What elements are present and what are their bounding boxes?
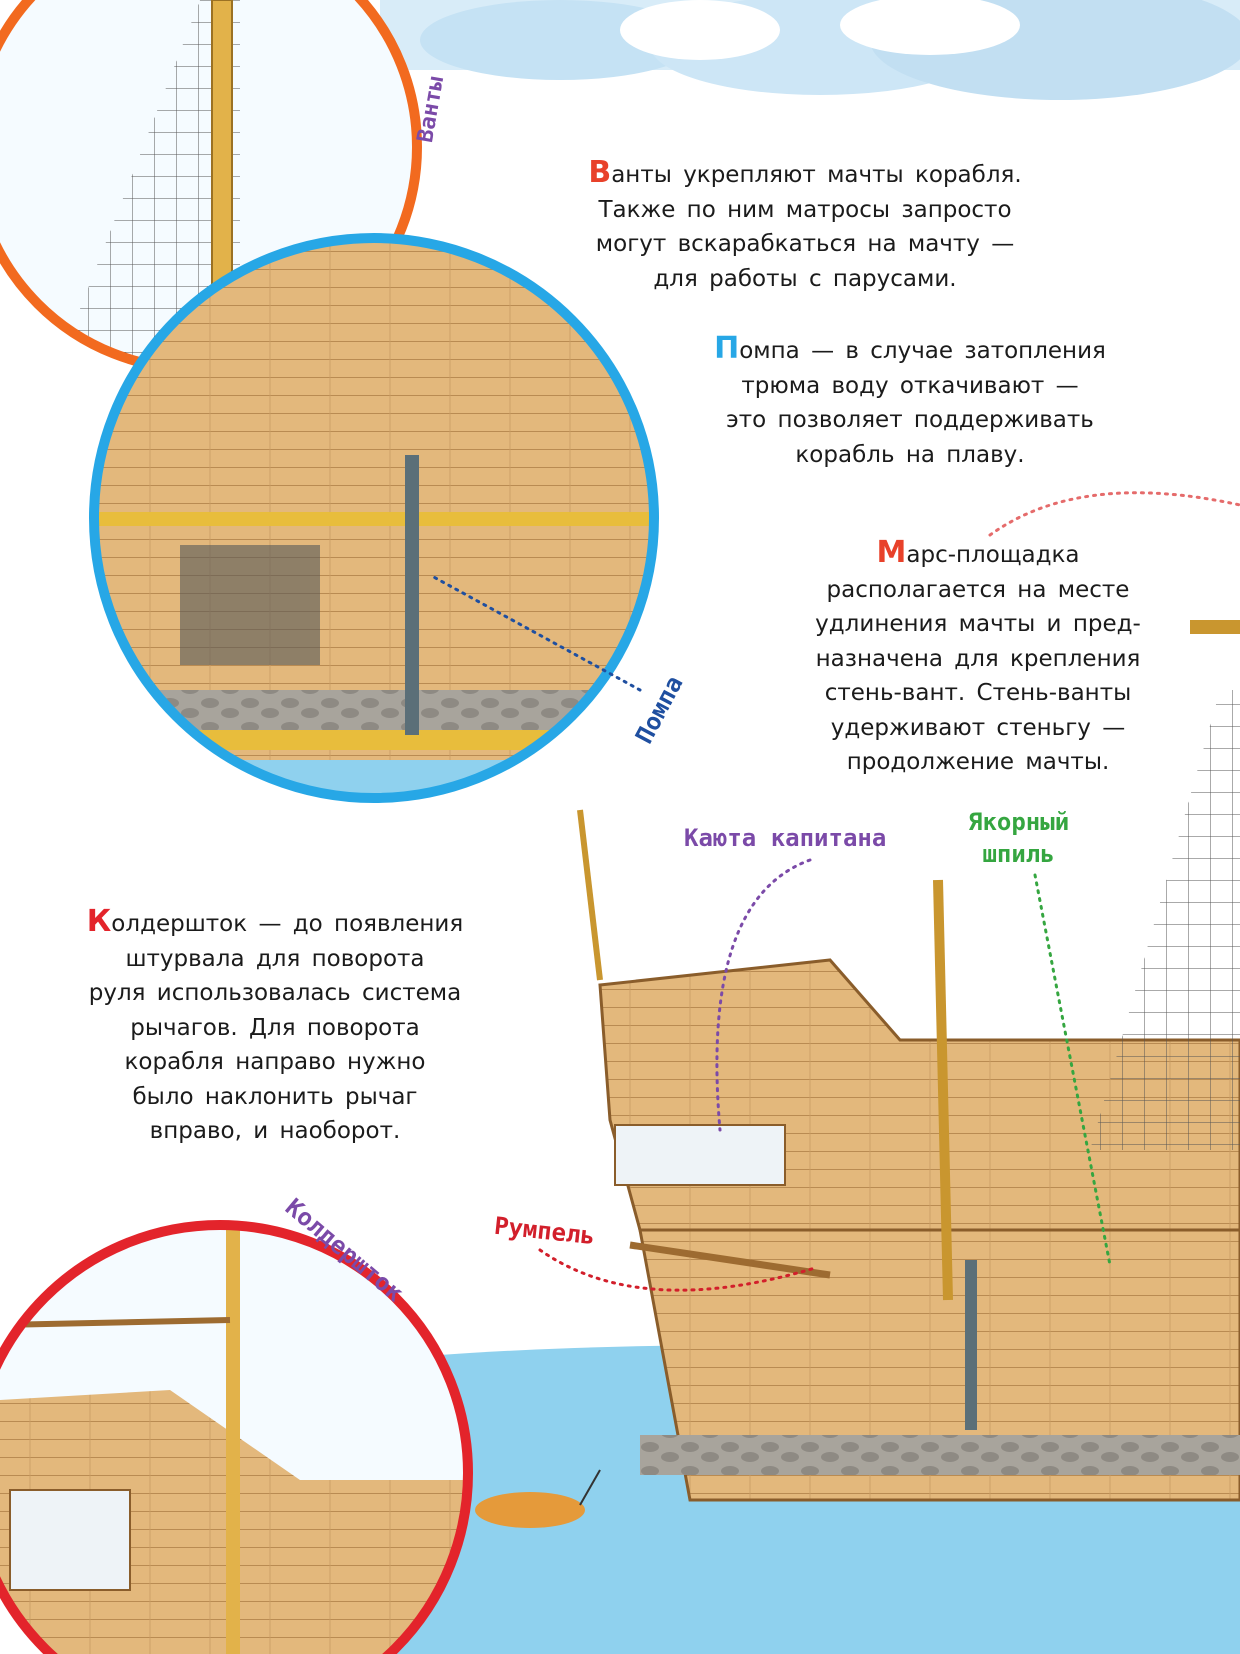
mars-line: располагается на месте <box>826 576 1130 603</box>
yakor-label: Якорный шпиль <box>968 806 1069 870</box>
yakor-label-line: Якорный <box>968 808 1070 836</box>
kolder-line: вправо, и наоборот. <box>149 1118 401 1144</box>
mars-line: продолжение мачты. <box>846 749 1110 775</box>
pompa-line: корабль на плаву. <box>795 441 1025 468</box>
rumpel-pointer <box>538 1248 817 1292</box>
kolder-line: руля использовалась система <box>88 980 462 1006</box>
pompa-pointer <box>428 573 642 692</box>
vanty-line: для работы с парусами. <box>653 265 957 292</box>
kajuta-pointer <box>715 858 812 1132</box>
kolder-line: было наклонить рычаг <box>132 1083 418 1110</box>
vanty-description: Ванты укрепляют мачты корабля. Также по … <box>570 155 1040 296</box>
kolder-line: корабля направо нужно <box>124 1049 426 1075</box>
mars-initial: М <box>876 535 907 570</box>
mars-description: Марс-площадка располагается на месте удл… <box>808 535 1148 780</box>
mars-line: удлинения мачты и пред- <box>815 611 1141 637</box>
vanty-line: Также по ним матросы запросто <box>598 196 1012 223</box>
yakor-pointer <box>1033 873 1112 1267</box>
ship-cutaway-main <box>577 620 1240 1502</box>
mars-line: удерживают стеньгу — <box>830 714 1126 741</box>
kolder-line: штурвала для поворота <box>125 945 425 972</box>
detail-circle-pompa <box>89 233 659 803</box>
pompa-line: омпа — в случае затопления <box>739 338 1106 364</box>
pompa-description: Помпа — в случае затопления трюма воду о… <box>690 331 1130 472</box>
mars-line: арс-площадка <box>906 542 1080 568</box>
vanty-line: анты укрепляют мачты корабля. <box>611 162 1022 188</box>
pompa-initial: П <box>714 331 740 366</box>
detail-circle-kolder <box>0 1220 473 1654</box>
vanty-initial: В <box>588 155 612 190</box>
kolder-initial: К <box>86 904 112 939</box>
mars-line: стень-вант. Стень-ванты <box>824 680 1132 706</box>
kajuta-label: Каюта капитана <box>684 824 887 852</box>
kolder-line: олдершток — до появления <box>111 911 464 937</box>
kolder-line: рычагов. Для поворота <box>130 1014 420 1041</box>
mars-line: назначена для крепления <box>815 645 1141 672</box>
pompa-line: это позволяет поддерживать <box>726 407 1094 433</box>
mars-pointer <box>988 491 1240 537</box>
pompa-line: трюма воду откачивают — <box>741 372 1079 399</box>
vanty-line: могут вскарабкаться на мачту — <box>595 231 1015 257</box>
kolder-description: Колдершток — до появления штурвала для п… <box>80 904 470 1149</box>
sky-clouds <box>380 0 1240 100</box>
yakor-label-line: шпиль <box>982 840 1055 868</box>
